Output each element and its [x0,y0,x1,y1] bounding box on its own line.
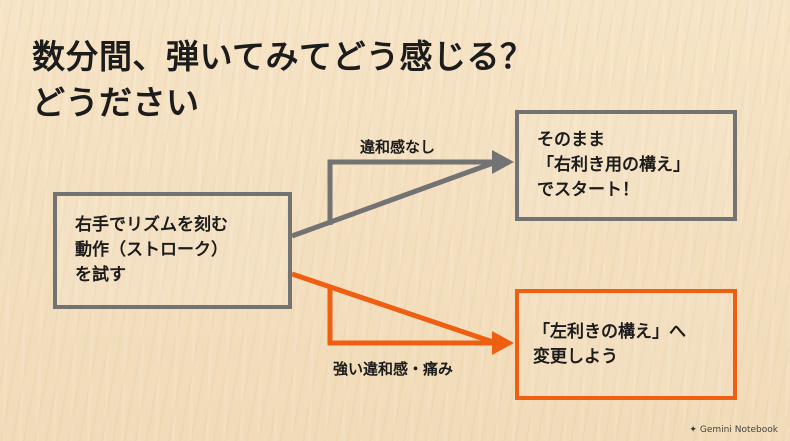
start-box-line: 動作（ストローク） [75,240,228,260]
gray-arrowhead [492,150,514,174]
page-title: 数分間、弾いてみてどう感じる？ どうださい [32,34,772,126]
right-box-line: 「右利き用の構え」 [537,155,690,175]
right-handed-box: そのまま 「右利き用の構え」 でスタート！ [515,110,737,221]
orange-connector [291,271,514,355]
label-no-discomfort: 違和感なし [360,138,436,156]
left-handed-box: 「左利きの構え」へ 変更しよう [515,289,737,400]
brand-name: Gemini Notebook [699,425,778,435]
gemini-sparkle-icon: ✦ [689,425,697,435]
gray-connector [291,150,514,239]
title-line-2: どうださい [32,83,200,122]
right-box-line: そのまま [537,130,605,150]
left-box-line: 変更しよう [533,346,618,367]
label-strong-discomfort: 強い違和感・痛み [333,360,454,378]
left-box-line: 「左利きの構え」へ [533,321,686,342]
title-line-1: 数分間、弾いてみてどう感じる？ [32,37,534,76]
right-box-line: でスタート！ [537,180,639,200]
brand-mark: ✦ Gemini Notebook [689,425,778,435]
orange-arrowhead [492,331,514,355]
start-box: 右手でリズムを刻む 動作（ストローク） を試す [53,192,292,309]
start-box-line: を試す [75,265,126,285]
start-box-line: 右手でリズムを刻む [75,215,228,235]
